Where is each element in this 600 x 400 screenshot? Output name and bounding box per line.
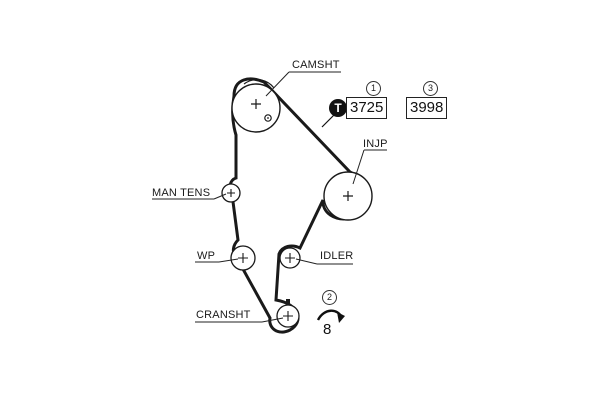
injection-pump-pulley bbox=[323, 171, 373, 221]
idler-label: IDLER bbox=[320, 250, 354, 262]
crankshaft-label: CRANSHT bbox=[196, 309, 251, 321]
injection-pump-label: INJP bbox=[363, 138, 388, 150]
leader-lines bbox=[152, 71, 387, 323]
manual-tensioner-pulley bbox=[221, 183, 241, 203]
rotation-value: 8 bbox=[323, 321, 332, 338]
idler-pulley bbox=[279, 247, 301, 269]
manual-tensioner-label: MAN TENS bbox=[152, 187, 211, 199]
camshaft-label: CAMSHT bbox=[292, 59, 340, 71]
water-pump-pulley bbox=[230, 245, 256, 271]
part-number-3725: 3725 bbox=[346, 97, 388, 119]
rotation-arrow-icon bbox=[316, 309, 345, 323]
tensioner-badge-icon: T bbox=[329, 99, 347, 117]
ref-marker-3: 3 bbox=[423, 81, 438, 96]
ref-marker-2: 2 bbox=[322, 290, 337, 305]
crankshaft-pulley bbox=[276, 299, 300, 328]
part-number-3998: 3998 bbox=[406, 97, 448, 119]
ref-marker-1: 1 bbox=[366, 81, 381, 96]
camshaft-pulley bbox=[231, 83, 281, 133]
water-pump-label: WP bbox=[197, 250, 216, 262]
